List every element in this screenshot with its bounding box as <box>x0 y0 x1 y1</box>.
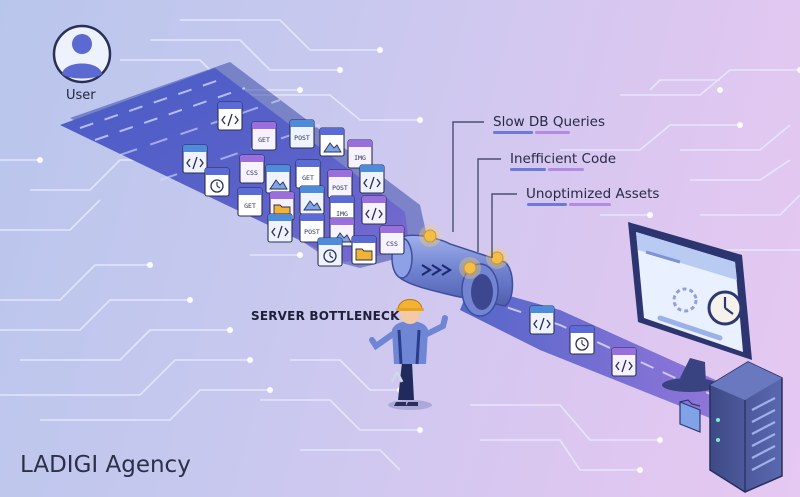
code-file-icon: POST <box>299 213 325 243</box>
warning-light-icon <box>419 225 508 279</box>
code-file-icon <box>611 347 637 377</box>
file-tag-label: POST <box>332 184 348 192</box>
folder-icon <box>679 399 701 433</box>
code-file-icon: GET <box>251 121 277 151</box>
circuit-traces <box>0 19 800 471</box>
server-bottleneck-label: SERVER BOTTLENECK <box>251 309 400 323</box>
circuit-nodes <box>37 47 800 473</box>
image-file-icon <box>265 164 291 194</box>
issue-slow-db-queries: Slow DB Queries <box>493 114 605 130</box>
code-file-icon <box>217 101 243 131</box>
worker-figure <box>369 299 448 410</box>
brand-name: LADIGI Agency <box>20 452 191 478</box>
file-tag-label: IMG <box>336 210 348 218</box>
issue-unoptimized-assets: Unoptimized Assets <box>526 186 660 202</box>
folder-icon <box>351 235 377 265</box>
file-tag-label: GET <box>244 202 256 210</box>
progress-bar <box>657 315 723 341</box>
file-tag-label: CSS <box>246 169 258 177</box>
code-file-icon: CSS <box>379 225 405 255</box>
clock-icon <box>204 167 230 197</box>
clock-icon <box>707 290 743 326</box>
server-icon <box>709 361 783 493</box>
issue-underlines <box>493 131 611 206</box>
file-tag-label: POST <box>294 134 310 142</box>
file-tag-label: IMG <box>354 154 366 162</box>
image-file-icon <box>299 185 325 215</box>
user-icon <box>52 24 112 84</box>
file-tag-label: GET <box>302 174 314 182</box>
code-file-icon: GET <box>295 159 321 189</box>
file-tag-label: CSS <box>386 240 398 248</box>
code-file-icon <box>361 195 387 225</box>
code-file-icon <box>182 144 208 174</box>
code-file-icon: POST <box>327 169 353 199</box>
code-file-icon: IMG <box>347 139 373 169</box>
code-file-icon <box>359 164 385 194</box>
code-file-icon <box>529 305 555 335</box>
issue-inefficient-code: Inefficient Code <box>510 151 617 167</box>
user-label: User <box>66 88 96 103</box>
issue-callout-lines <box>452 121 517 258</box>
loading-spinner-icon <box>672 287 698 313</box>
image-file-icon <box>319 127 345 157</box>
clock-icon <box>317 237 343 267</box>
code-file-icon <box>267 213 293 243</box>
code-file-icon: GET <box>237 187 263 217</box>
code-file-icon: POST <box>289 119 315 149</box>
clock-icon <box>569 325 595 355</box>
code-file-icon: CSS <box>239 154 265 184</box>
bottleneck-pipe <box>391 234 514 317</box>
code-file-icon: IMG <box>329 195 355 225</box>
file-tag-label: GET <box>258 136 270 144</box>
file-tag-label: POST <box>304 228 320 236</box>
